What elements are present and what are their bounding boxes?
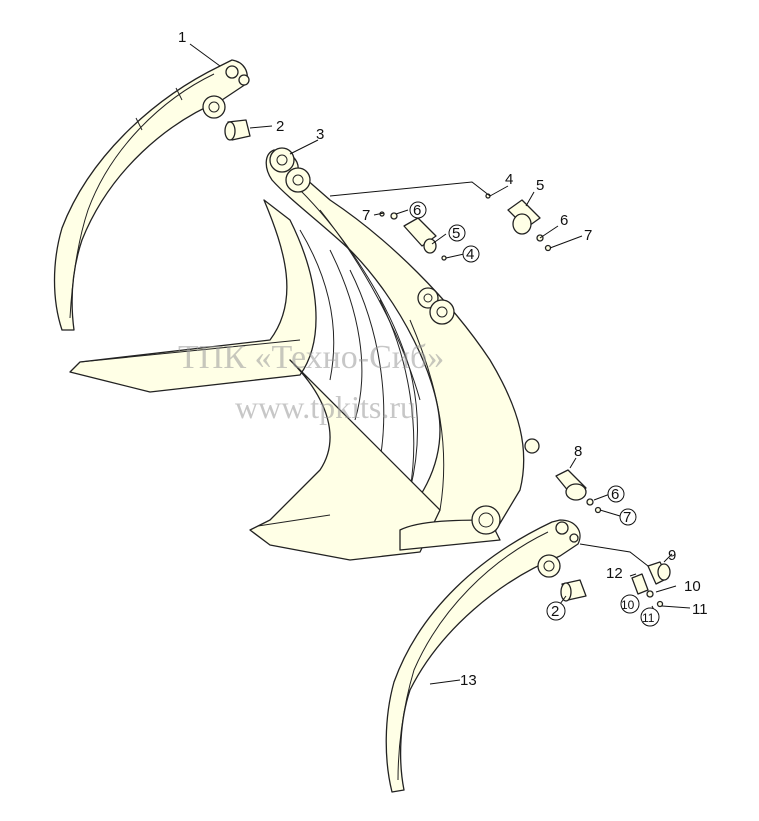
callout-6-circled: 6 — [413, 202, 421, 219]
callout-circle-6 — [409, 201, 427, 219]
callout-7-left: 7 — [362, 207, 370, 224]
callout-circle-5 — [448, 224, 466, 242]
callout-circle-7-lower — [619, 508, 637, 526]
callout-2-lower-circled: 2 — [551, 603, 559, 620]
callout-8: 8 — [574, 443, 582, 460]
callout-12: 12 — [606, 565, 623, 582]
callout-13: 13 — [460, 672, 477, 689]
callout-circle-11 — [640, 607, 660, 627]
callout-4-circled: 4 — [466, 246, 474, 263]
watermark: ТПК «Техно-Сиб» www.tpkits.ru — [178, 339, 444, 425]
callout-circle-6-lower — [607, 485, 625, 503]
callout-10: 10 — [684, 578, 701, 595]
callout-10-circled: 10 — [621, 598, 635, 612]
callout-circle-4 — [462, 245, 480, 263]
callout-11: 11 — [692, 601, 708, 618]
bucket-frame-part-3 — [69, 147, 540, 561]
callout-circle-2-lower — [546, 601, 566, 621]
callout-1: 1 — [178, 29, 186, 46]
callout-7-right: 7 — [584, 227, 592, 244]
pin-assembly-8 — [555, 469, 602, 514]
callout-circle-10 — [620, 594, 640, 614]
watermark-company: ТПК «Техно-Сиб» — [178, 339, 444, 376]
watermark-url: www.tpkits.ru — [235, 389, 416, 425]
callout-6: 6 — [560, 212, 568, 229]
callout-4: 4 — [505, 171, 513, 188]
callout-6-lower-circled: 6 — [611, 486, 619, 503]
callout-labels: 1 2 3 4 5 6 7 7 6 5 4 8 6 7 9 12 10 10 1… — [178, 29, 708, 689]
callout-7-lower-circled: 7 — [623, 509, 631, 526]
callout-3: 3 — [316, 126, 324, 143]
callout-11-circled: 11 — [642, 611, 655, 625]
leader-lines — [189, 43, 691, 685]
callout-5-circled: 5 — [452, 225, 460, 242]
callout-9: 9 — [668, 547, 676, 564]
callout-5: 5 — [536, 177, 544, 194]
callout-2-upper: 2 — [276, 118, 284, 135]
pin-assembly-9 — [631, 561, 671, 608]
bushing-part-2-upper — [202, 95, 251, 141]
bushing-part-2-lower — [537, 554, 587, 602]
